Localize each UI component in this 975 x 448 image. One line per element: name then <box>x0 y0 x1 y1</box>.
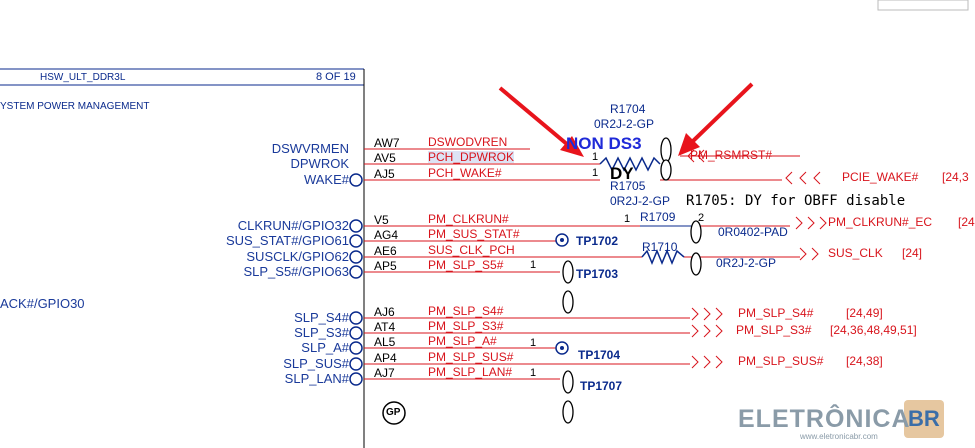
net-label: PM_SLP_S4# <box>428 304 504 318</box>
resistor-r1710-zigzag <box>641 249 685 265</box>
block-title: HSW_ULT_DDR3L <box>40 72 126 83</box>
pin-pad: AG4 <box>374 228 399 242</box>
wire-pch-dpwrok <box>364 155 800 165</box>
resistor-r1705-zigzag <box>599 156 661 172</box>
net-label: PM_SLP_S3# <box>428 319 504 333</box>
net-label: PM_SLP_SUS# <box>428 350 514 364</box>
pin-number: 1 <box>624 213 631 225</box>
pin-pad: AP4 <box>374 351 397 365</box>
annotation-arrows <box>498 82 754 157</box>
inversion-bubbles <box>349 173 363 386</box>
pin-number: 1 <box>530 367 537 379</box>
pin-label: SLP_S4# <box>294 310 349 325</box>
r1709-value: 0R0402-PAD <box>718 225 788 239</box>
r1709-name: R1709 <box>640 210 676 224</box>
offpage-net: PM_SLP_S4# <box>738 306 814 320</box>
r1704-value: 0R2J-2-GP <box>594 117 655 131</box>
r1705-value: 0R2J-2-GP <box>610 194 671 208</box>
pin-pad: AE6 <box>374 244 397 258</box>
resistor-r1704-body <box>660 137 672 181</box>
pin-label: SLP_SUS# <box>283 356 349 371</box>
offpage-net: PM_CLKRUN#_EC <box>828 215 933 229</box>
r1705-note: R1705: DY for OBFF disable <box>686 193 906 209</box>
offpage-chevrons <box>687 149 827 369</box>
pin-pad: AJ7 <box>374 366 395 380</box>
r1705-name: R1705 <box>610 179 646 193</box>
pin-pad: AV5 <box>374 151 396 165</box>
net-label: PCH_WAKE# <box>428 166 502 180</box>
offpage-net: SUS_CLK <box>828 246 883 260</box>
watermark-top-right-box <box>877 0 969 11</box>
r1710-value: 0R2J-2-GP <box>716 256 777 270</box>
pin-number: 1 <box>530 259 537 271</box>
net-label: PM_SLP_S5# <box>428 258 504 272</box>
pin-number: 1 <box>592 167 599 179</box>
pin-label: SUS_STAT#/GPIO61 <box>225 233 349 248</box>
pin-label: DSWVRMEN <box>271 141 349 156</box>
test-point-shapes <box>562 220 702 424</box>
pin-pad: AJ5 <box>374 167 395 181</box>
net-label: PM_SUS_STAT# <box>428 227 520 241</box>
offpage-refs: [24,3 <box>942 170 969 184</box>
block-sheet: 8 OF 19 <box>316 71 356 83</box>
pin-label: DPWROK <box>290 156 350 171</box>
pin-label: WAKE# <box>303 172 349 187</box>
pin-number: 1 <box>592 151 599 163</box>
watermark-badge: BR <box>908 406 940 431</box>
net-label: PCH_DPWROK <box>428 150 515 164</box>
net-label: PM_SLP_LAN# <box>428 365 513 379</box>
offpage-refs: [24,49] <box>846 306 883 320</box>
offpage-net: PM_SLP_S3# <box>736 323 812 337</box>
net-label: SUS_CLK_PCH <box>428 243 515 257</box>
gp-symbol-circle <box>382 401 406 425</box>
offpage-net: PM_SLP_SUS# <box>738 354 824 368</box>
pin-pad: AJ6 <box>374 305 395 319</box>
block-section: YSTEM POWER MANAGEMENT <box>0 101 150 112</box>
r1710-name: R1710 <box>642 240 678 254</box>
gp-symbol-label: GP <box>386 407 401 418</box>
pin-pad: AL5 <box>374 335 396 349</box>
net-label: PM_SLP_A# <box>428 334 497 348</box>
watermark-badge-box <box>904 400 944 438</box>
test-point-tp1703: TP1703 <box>576 267 619 281</box>
pin-label: SLP_S5#/GPIO63 <box>243 264 349 279</box>
offpage-net: PCIE_WAKE# <box>842 170 919 184</box>
offpage-refs: [24,36,48,49,51] <box>830 323 917 337</box>
watermark-url: www.eletronicabr.com <box>800 432 878 441</box>
pin-label: SLP_S3# <box>294 325 349 340</box>
r1704-name: R1704 <box>610 102 646 116</box>
offpage-refs: [24,38] <box>846 354 883 368</box>
net-label: DSWODVREN <box>428 135 508 149</box>
pin-pad: V5 <box>374 213 389 227</box>
test-point-tp1707: TP1707 <box>580 379 623 393</box>
pin-number: 2 <box>698 212 705 224</box>
left-extra-label: ACK#/GPIO30 <box>0 296 85 311</box>
dy-label: DY <box>610 164 634 183</box>
offpage-refs: [24] <box>902 246 923 260</box>
pin-pad: AP5 <box>374 259 397 273</box>
pin-pad: AT4 <box>374 320 396 334</box>
offpage-refs: [24 <box>958 215 975 229</box>
test-point-tp1702: TP1702 <box>576 234 619 248</box>
test-point-tp1704: TP1704 <box>578 348 621 362</box>
net-label: PM_CLKRUN# <box>428 212 509 226</box>
pin-label: SLP_A# <box>301 340 349 355</box>
pin-pad: AW7 <box>374 136 400 150</box>
pin-label: CLKRUN#/GPIO32 <box>237 218 349 233</box>
non-ds3-label: NON DS3 <box>566 134 642 153</box>
pin-label: SUSCLK/GPIO62 <box>246 249 349 264</box>
pin-label: SLP_LAN# <box>284 371 349 386</box>
watermark-brand: ELETRÔNICA <box>738 405 911 433</box>
pin-number: 1 <box>530 337 537 349</box>
offpage-net: PM_RSMRST# <box>690 148 773 162</box>
